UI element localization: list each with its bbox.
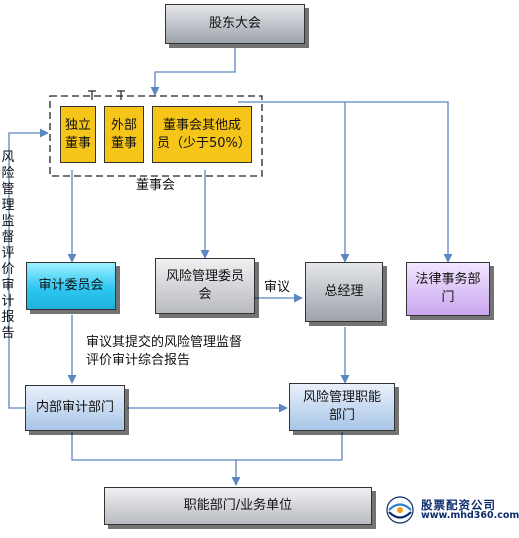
audit-committee-label: 审计委员会 — [38, 278, 104, 294]
independent-director-label: 独立董事 — [64, 117, 91, 151]
arrow-board-to-legal — [345, 101, 453, 263]
logo-icon — [386, 496, 414, 524]
review-label: 审议 — [264, 280, 291, 295]
audit-committee-box: 审计委员会 — [26, 262, 116, 310]
other-board-members-label: 董事会其他成员（少于50%） — [157, 117, 251, 151]
external-director-label: 外部董事 — [110, 117, 137, 151]
board-label: 董事会 — [136, 178, 176, 193]
line-internal-audit-down — [71, 432, 342, 461]
business-units-box: 职能部门/业务单位 — [104, 487, 372, 525]
logo-url: www.mhd360.com — [421, 510, 519, 522]
org-chart-connectors — [8, 48, 453, 486]
board-dashed-frame — [49, 95, 263, 177]
arrow-internal-audit-to-board — [8, 128, 49, 409]
legal-department-box: 法律事务部门 — [406, 262, 490, 316]
internal-audit-label: 内部审计部门 — [35, 400, 114, 416]
general-manager-box: 总经理 — [305, 262, 383, 322]
other-board-members-box: 董事会其他成员（少于50%） — [152, 106, 252, 163]
arrow-shareholders-to-board — [150, 48, 236, 96]
general-manager-label: 总经理 — [324, 284, 364, 300]
side-report-label: 风险管理监督评价审计报告 — [1, 150, 15, 341]
risk-function-box: 风险管理职能部门 — [289, 383, 395, 431]
legal-department-label: 法律事务部门 — [415, 272, 481, 305]
independent-director-box: 独立董事 — [60, 106, 96, 163]
watermark-logo: 股票配资公司 www.mhd360.com — [383, 495, 519, 525]
internal-audit-box: 内部审计部门 — [25, 385, 125, 431]
logo-name: 股票配资公司 — [421, 497, 496, 512]
risk-committee-label: 风险管理委员会 — [165, 269, 244, 302]
arrow-board-to-general-manager — [238, 101, 350, 263]
external-director-box: 外部董事 — [104, 106, 144, 163]
audit-report-label: 审议其提交的风险管理监督评价审计综合报告 — [86, 335, 243, 368]
risk-function-label: 风险管理职能部门 — [302, 390, 381, 423]
business-units-label: 职能部门/业务单位 — [183, 498, 293, 514]
shareholders-box: 股东大会 — [165, 4, 305, 44]
shareholders-label: 股东大会 — [208, 16, 261, 32]
risk-committee-box: 风险管理委员会 — [155, 258, 255, 314]
